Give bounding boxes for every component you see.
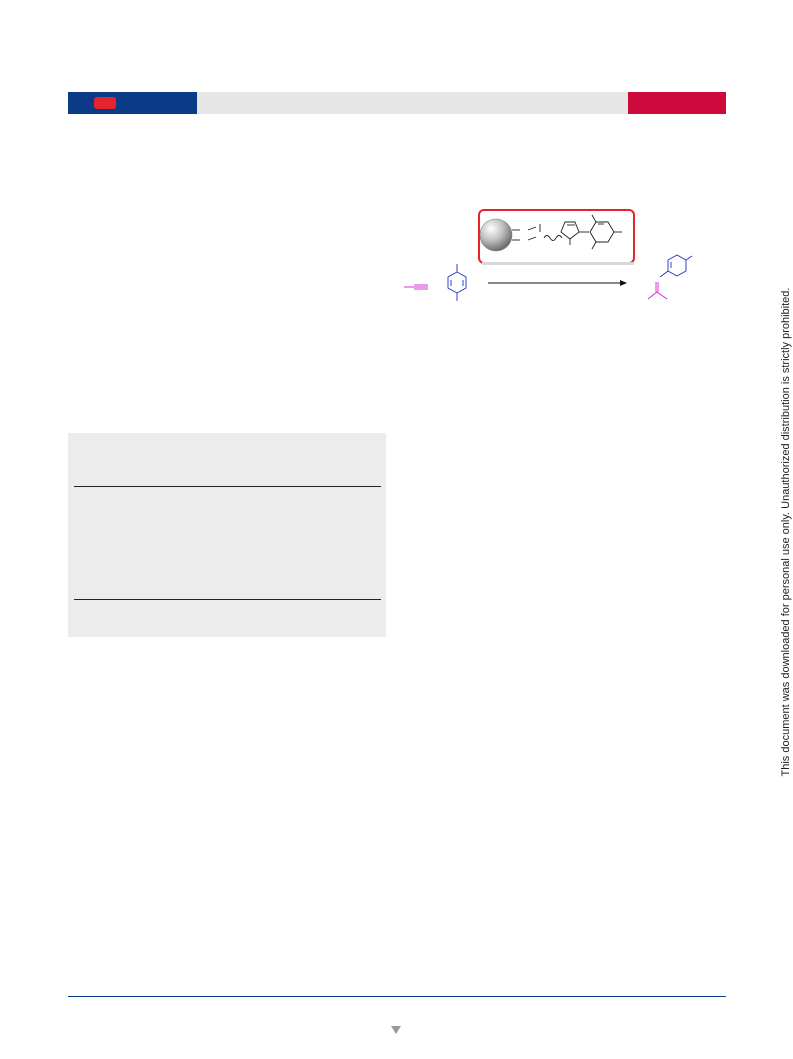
product-structure <box>647 254 693 300</box>
aryl-substrate <box>447 264 467 301</box>
footer-rule <box>68 996 726 997</box>
header-band-left <box>68 92 197 114</box>
header-band-middle <box>197 92 628 114</box>
catalyst-structure <box>512 214 622 250</box>
header-band-right <box>628 92 726 114</box>
table-bottom-rule <box>74 599 381 600</box>
alkyne-reagent <box>404 284 428 290</box>
triangle-down-icon[interactable] <box>391 1026 401 1034</box>
side-notice-text: This document was downloaded for persona… <box>780 287 792 777</box>
reaction-arrow-icon <box>488 280 627 286</box>
journal-logo-chip <box>94 97 116 109</box>
table-top-rule <box>74 486 381 487</box>
polymer-bead-icon <box>479 218 513 252</box>
reaction-scheme <box>404 209 693 301</box>
table-panel <box>68 433 386 637</box>
